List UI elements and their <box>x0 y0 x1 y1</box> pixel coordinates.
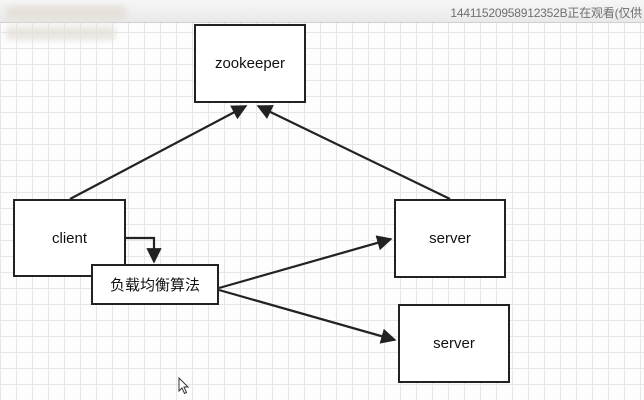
node-load-balancer[interactable]: 负载均衡算法 <box>91 264 219 305</box>
node-server-2-label: server <box>433 335 475 352</box>
edge-client-to-load-balancer <box>126 236 162 264</box>
arrow-pointer-icon <box>178 377 190 395</box>
edge-client-to-zookeeper <box>69 105 248 200</box>
blurred-region <box>6 26 116 40</box>
blurred-region <box>6 6 126 20</box>
viewer-watermark: 14411520958912352B正在观看(仅供 <box>450 6 642 20</box>
edge-load-balancer-to-server-1 <box>218 235 393 290</box>
edge-load-balancer-to-server-2 <box>218 288 397 344</box>
edge-server-to-zookeeper <box>256 105 451 200</box>
node-server-2[interactable]: server <box>398 304 510 383</box>
node-load-balancer-label: 负载均衡算法 <box>109 277 200 294</box>
node-zookeeper[interactable]: zookeeper <box>194 24 306 103</box>
node-client-label: client <box>51 229 88 247</box>
node-zookeeper-label: zookeeper <box>214 55 286 72</box>
node-server-1-label: server <box>429 230 471 247</box>
top-bar: 14411520958912352B正在观看(仅供 <box>0 0 644 40</box>
node-server-1[interactable]: server <box>394 199 506 278</box>
